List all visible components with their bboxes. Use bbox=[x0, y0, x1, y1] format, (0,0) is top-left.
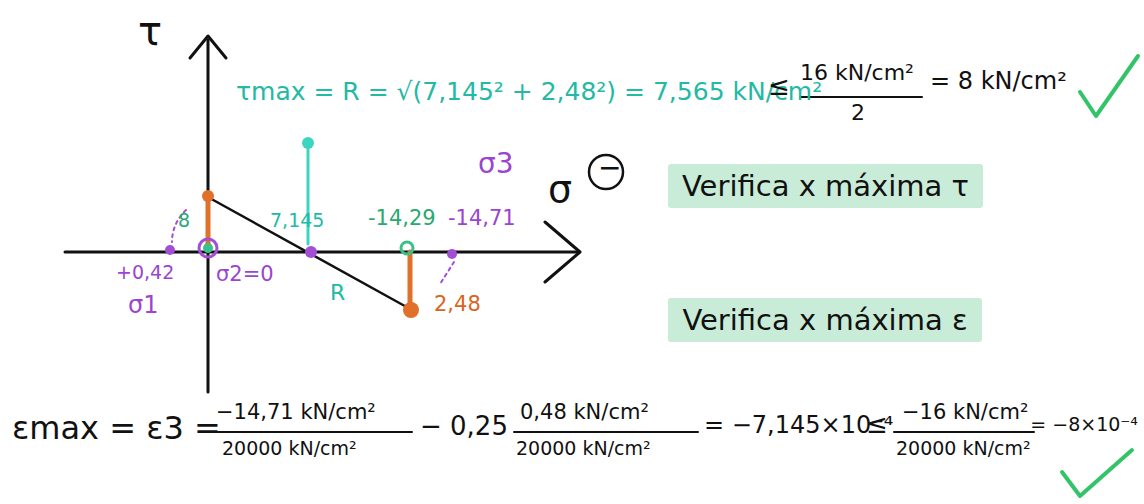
band-text: Verifica x máxima ε bbox=[682, 303, 967, 337]
annotation: = −8×10⁻⁴ bbox=[1030, 414, 1138, 436]
leader bbox=[440, 262, 454, 284]
tau-axis bbox=[207, 40, 210, 392]
annotation: 20000 kN/cm² bbox=[516, 438, 651, 460]
annotation: = −7,145×10⁻⁴ bbox=[704, 412, 894, 440]
annotation: −16 kN/cm² bbox=[902, 400, 1028, 424]
shear-segment bbox=[408, 252, 413, 308]
annotation: 0,48 kN/cm² bbox=[520, 400, 649, 424]
shear-segment bbox=[206, 196, 211, 250]
check-mark bbox=[1080, 56, 1138, 116]
fraction-bar bbox=[514, 431, 698, 433]
verification-band: Verifica x máxima ε bbox=[668, 298, 982, 342]
annotation: 20000 kN/cm² bbox=[222, 438, 357, 460]
fraction-bar bbox=[214, 431, 412, 433]
annotation: ≤ bbox=[866, 410, 888, 440]
annotation: -14,71 bbox=[448, 206, 516, 230]
band-text: Verifica x máxima τ bbox=[682, 169, 969, 203]
point bbox=[302, 137, 314, 149]
point bbox=[165, 245, 175, 255]
annotation: τmax = R = √(7,145² + 2,48²) = 7,565 kN/… bbox=[236, 78, 822, 107]
annotation: εmax = ε3 = bbox=[12, 410, 221, 447]
annotation: = 8 kN/cm² bbox=[930, 68, 1067, 96]
annotation: ≤ bbox=[768, 72, 790, 102]
verification-band: Verifica x máxima τ bbox=[668, 164, 983, 208]
annotation: σ3 bbox=[478, 148, 514, 180]
point bbox=[447, 249, 457, 259]
annotation: 20000 kN/cm² bbox=[896, 438, 1031, 460]
annotation: +0,42 bbox=[116, 262, 174, 284]
annotation: 7,145 bbox=[270, 210, 324, 232]
fraction-bar bbox=[894, 431, 1034, 433]
annotation: -14,29 bbox=[368, 206, 436, 230]
point bbox=[203, 243, 213, 253]
annotation: − 0,25 bbox=[420, 412, 508, 442]
point bbox=[403, 302, 419, 318]
annotation: τ bbox=[138, 8, 162, 54]
center-point bbox=[305, 246, 317, 258]
annotation: 2 bbox=[851, 100, 865, 125]
point bbox=[199, 239, 217, 257]
annotation: 8 bbox=[178, 210, 190, 232]
annotation: 2,48 bbox=[434, 292, 481, 316]
axis-arrowhead bbox=[545, 222, 580, 282]
annotation: σ bbox=[548, 168, 572, 212]
sigma-axis bbox=[65, 251, 578, 254]
point bbox=[401, 242, 413, 254]
annotation: σ1 bbox=[128, 292, 158, 320]
axis-arrowhead bbox=[190, 36, 226, 58]
point bbox=[202, 190, 214, 202]
check-mark bbox=[1062, 450, 1132, 496]
annotation: σ2=0 bbox=[216, 262, 274, 286]
annotation: R bbox=[330, 280, 345, 305]
annotation: −14,71 kN/cm² bbox=[216, 400, 376, 424]
annotation: − bbox=[598, 152, 621, 184]
annotation: 16 kN/cm² bbox=[800, 60, 914, 85]
